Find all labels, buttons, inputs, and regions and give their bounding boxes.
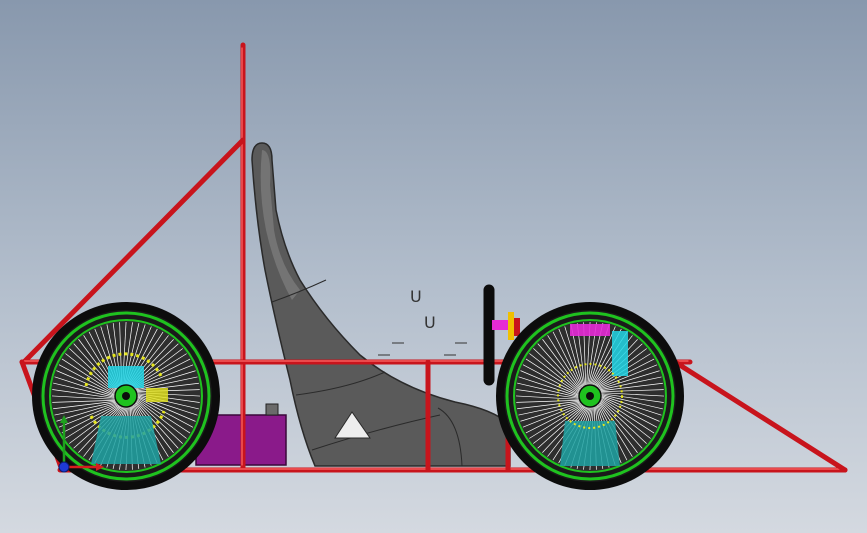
seat[interactable]	[251, 142, 511, 467]
spoke	[518, 376, 581, 398]
spoke	[522, 402, 584, 428]
seat-shell[interactable]	[251, 142, 511, 467]
spoke	[599, 393, 664, 403]
triad-z-axis	[58, 461, 70, 473]
spoke	[533, 348, 581, 393]
front-hub-parts	[557, 324, 628, 466]
spoke	[596, 364, 658, 390]
spoke	[599, 389, 664, 393]
spoke	[518, 401, 582, 416]
spoke	[552, 331, 583, 390]
diagonal-brace	[21, 137, 246, 365]
spoke	[599, 396, 658, 428]
spoke	[542, 339, 582, 392]
spoke	[533, 404, 586, 444]
spoke	[52, 389, 117, 399]
spoke	[516, 389, 581, 399]
steering-collar-pink	[492, 320, 510, 330]
spoke	[547, 335, 583, 391]
battery-terminal-left	[265, 403, 279, 416]
spoke	[558, 328, 584, 390]
front-nose-brace	[672, 359, 848, 473]
spoke	[597, 370, 660, 390]
spoke	[599, 397, 655, 434]
seat-shading	[260, 150, 300, 300]
spoke	[515, 395, 581, 400]
spoke	[537, 343, 582, 393]
spoke	[516, 399, 581, 403]
steering-collar-yellow	[508, 312, 514, 340]
spoke	[529, 403, 585, 439]
rear-hub-parts	[84, 352, 168, 464]
front-wheel[interactable]	[496, 302, 684, 490]
spoke	[520, 370, 581, 397]
spoke	[599, 393, 663, 410]
seat-seam-1	[271, 279, 327, 303]
steering-collar-red	[514, 318, 520, 336]
spoke	[598, 399, 643, 449]
triad-y-arrow	[60, 415, 68, 423]
spoke	[135, 397, 191, 434]
spoke	[53, 382, 117, 399]
front-hub-cap	[586, 392, 594, 400]
rear-hub-cap	[122, 392, 130, 400]
spoke	[65, 403, 121, 439]
spoke	[598, 382, 663, 392]
spoke	[54, 401, 118, 416]
reference-symbol-1: U	[410, 287, 422, 306]
spoke	[598, 400, 638, 453]
front-rim-outer	[505, 311, 675, 481]
spoke	[52, 399, 117, 403]
spoke	[525, 403, 584, 434]
spoke	[599, 398, 651, 439]
spoke	[525, 358, 581, 395]
spoke	[589, 326, 616, 387]
spoke	[599, 392, 665, 397]
spoke	[53, 400, 118, 410]
spoke	[61, 358, 117, 395]
coordinate-triad[interactable]	[58, 415, 104, 473]
reference-symbols: U U	[378, 287, 467, 356]
spoke	[134, 376, 198, 391]
rear-rim-outer	[41, 311, 211, 481]
seat-seam-4	[437, 407, 463, 467]
spoke	[598, 376, 662, 391]
spoke	[564, 326, 584, 389]
spoke	[54, 376, 117, 398]
spoke	[599, 394, 662, 416]
spoke	[56, 402, 119, 422]
spoke	[517, 382, 581, 399]
spoke	[58, 402, 120, 428]
spoke	[134, 382, 199, 392]
spoke	[529, 353, 581, 394]
spoke	[517, 400, 582, 410]
spoke	[537, 404, 587, 449]
steering-assembly[interactable]	[483, 284, 520, 386]
seat-cutout	[334, 411, 371, 439]
spoke	[51, 395, 117, 400]
spoke	[135, 395, 196, 422]
spoke	[520, 402, 583, 422]
spoke	[599, 399, 647, 444]
rear-wheel[interactable]	[32, 302, 220, 490]
reference-symbol-2: U	[424, 313, 436, 332]
spoke	[134, 399, 179, 449]
spoke	[522, 364, 581, 396]
spoke	[599, 395, 660, 422]
triad-x-arrow	[96, 463, 104, 471]
seat-seam-2	[295, 371, 386, 396]
